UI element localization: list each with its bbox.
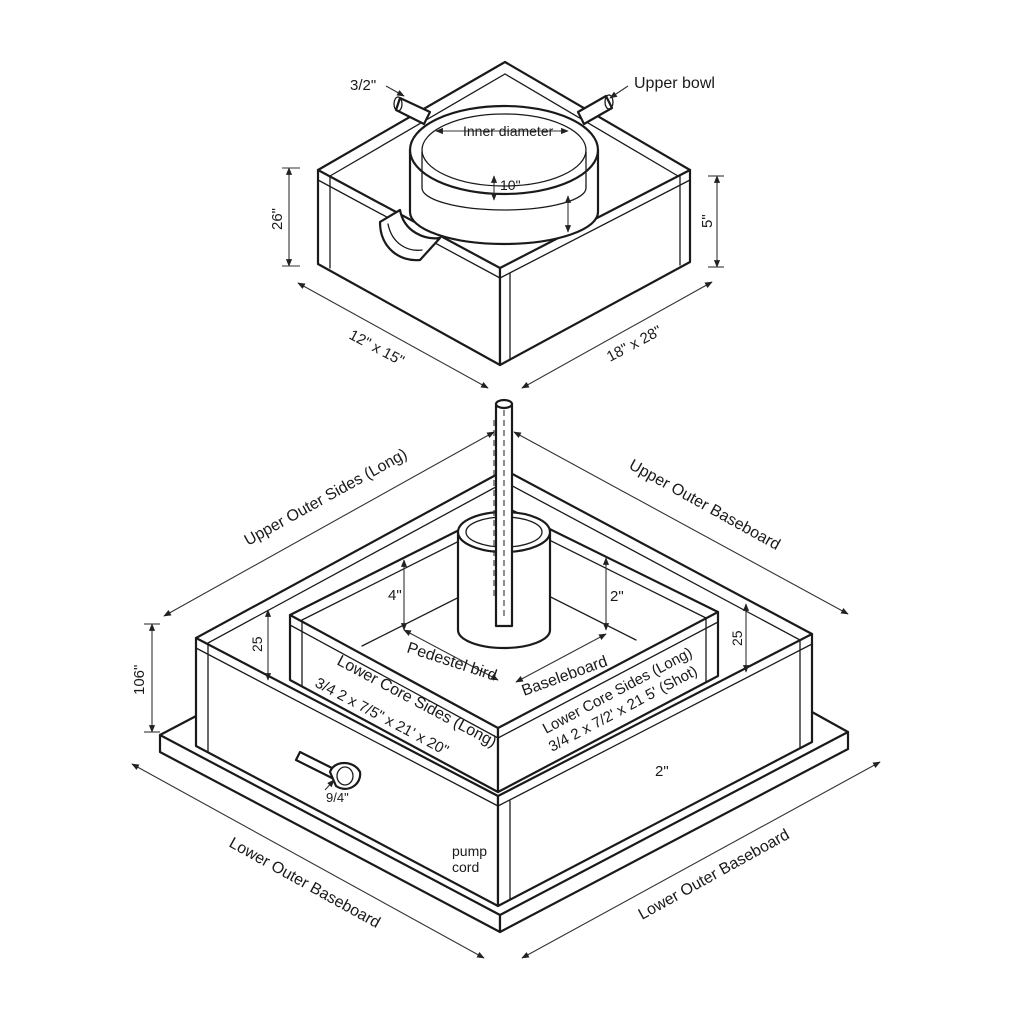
label-dim-12x15: 12" x 15"	[346, 327, 407, 370]
label-depth-10: 10"	[500, 177, 521, 193]
upper-dimensions	[282, 85, 724, 389]
label-pipe-bottom: 9/4"	[326, 790, 349, 805]
label-inner-25-left: 25	[249, 636, 265, 652]
label-upper-outer-sides: Upper Outer Sides (Long)	[242, 446, 410, 550]
label-height-5: 5"	[699, 214, 716, 228]
lower-dimensions	[131, 431, 881, 959]
upper-pipes	[393, 94, 614, 126]
center-rod	[493, 398, 514, 628]
label-base-2: 2"	[655, 763, 669, 780]
label-upper-bowl: Upper bowl	[634, 75, 715, 92]
upper-spout	[378, 208, 442, 262]
label-pump: pump	[452, 843, 487, 859]
label-pipe-top-left: 3/2"	[350, 77, 376, 94]
label-height-106: 106"	[131, 665, 148, 695]
label-height-26: 26"	[269, 208, 286, 230]
label-dim-18x28: 18" x 28"	[604, 322, 665, 365]
label-cord: cord	[452, 859, 479, 875]
label-post-4: 4"	[388, 587, 402, 604]
label-inner-diameter: Inner diameter	[463, 123, 554, 139]
label-post-2: 2"	[610, 588, 624, 605]
label-inner-25-right: 25	[729, 630, 745, 646]
label-upper-outer-baseboard: Upper Outer Baseboard	[626, 457, 783, 554]
